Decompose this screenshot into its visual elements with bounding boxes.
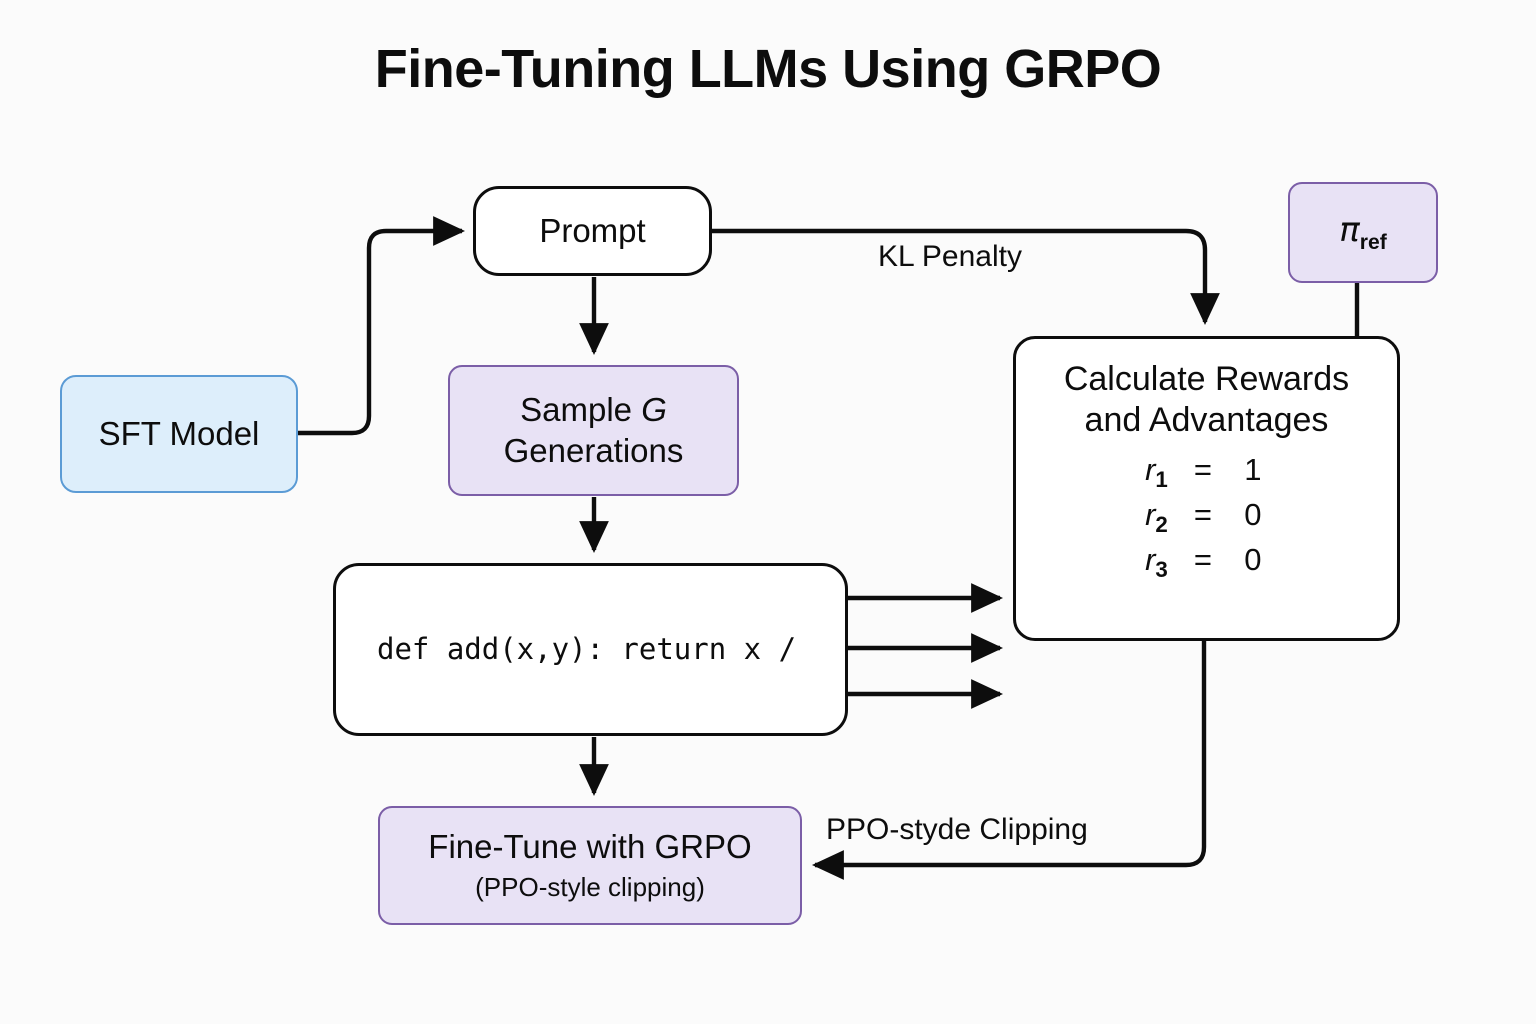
edge-label-kl-penalty: KL Penalty [878, 240, 1022, 273]
pi-subscript: ref [1359, 230, 1387, 254]
node-calculate-heading-line1: Calculate Rewards [1063, 360, 1350, 398]
reward-equals: = [1193, 542, 1212, 578]
node-fine-tune-subtitle: (PPO-style clipping) [475, 872, 705, 902]
page-title: Fine-Tuning LLMs Using GRPO [374, 39, 1162, 99]
node-sample-line1-text: Sample [520, 391, 642, 429]
node-sample-group-symbol: G [641, 391, 667, 429]
reward-equals: = [1193, 497, 1212, 533]
code-line-list: def add(x,y): return x + def add(x,y): r… [336, 566, 797, 733]
reward-value: 0 [1244, 542, 1262, 578]
node-calculate-rewards[interactable]: Calculate Rewards and Advantages r1 = 1 … [1013, 336, 1400, 641]
reward-value: 0 [1244, 497, 1262, 533]
reward-symbol: r1 [1145, 451, 1168, 493]
node-prompt[interactable]: Prompt [473, 186, 712, 276]
node-prompt-label: Prompt [539, 212, 646, 249]
edge-label-ppo-clipping: PPO-styde Clipping [826, 813, 1088, 846]
node-sample-generations[interactable]: Sample G Generations [448, 365, 739, 496]
node-calculate-heading: Calculate Rewards and Advantages [1064, 359, 1349, 442]
reward-symbol: r2 [1145, 497, 1168, 538]
node-sample-line1: Sample G [520, 390, 667, 430]
node-fine-tune-grpo[interactable]: Fine-Tune with GRPO (PPO-style clipping) [378, 806, 802, 925]
node-sft-model[interactable]: SFT Model [60, 375, 298, 493]
reward-equals: = [1193, 451, 1212, 487]
node-generated-code[interactable]: def add(x,y): return x + def add(x,y): r… [333, 563, 848, 736]
code-line: def add(x,y): return x / [377, 632, 797, 667]
node-fine-tune-title: Fine-Tune with GRPO [428, 828, 752, 865]
reward-value: 1 [1244, 451, 1262, 487]
node-sample-line2: Generations [503, 431, 684, 469]
node-reference-policy-label: πref [1339, 210, 1386, 255]
node-calculate-heading-line2: and Advantages [1084, 401, 1329, 440]
edge-sft-to-prompt [298, 216, 466, 436]
reward-symbol: r3 [1145, 542, 1168, 583]
pi-symbol: π [1339, 210, 1360, 251]
node-reference-policy[interactable]: πref [1288, 182, 1438, 283]
reward-list: r1 = 1 r2 = 0 r3 = 0 [1145, 452, 1268, 584]
node-sft-model-label: SFT Model [98, 415, 260, 452]
